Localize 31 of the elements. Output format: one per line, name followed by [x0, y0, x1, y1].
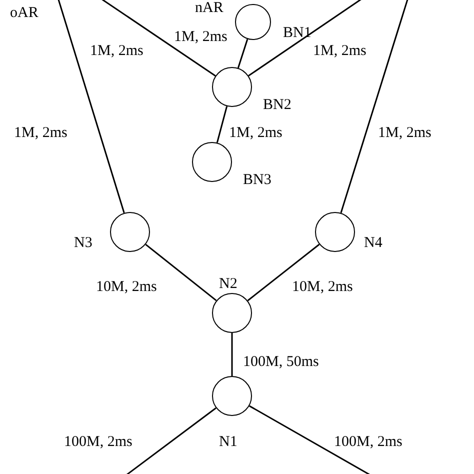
node-label: BN3: [243, 173, 272, 188]
node-label: BN1: [283, 26, 312, 41]
node-label: N3: [74, 236, 92, 251]
edge-label: 10M, 2ms: [292, 280, 353, 295]
link-line: [145, 244, 217, 302]
edge-label: 1M, 2ms: [229, 126, 282, 141]
edge-label: 1M, 2ms: [313, 44, 366, 59]
edge-label: 1M, 2ms: [174, 30, 228, 45]
edge-label: 10M, 2ms: [96, 280, 157, 295]
edge-label: 100M, 2ms: [334, 435, 402, 450]
link-line: [249, 405, 372, 474]
edge-label: 100M, 2ms: [64, 435, 132, 450]
edge-label: 100M, 50ms: [243, 355, 319, 370]
link-line: [340, 0, 409, 214]
edge-label: 1M, 2ms: [378, 126, 432, 141]
edge-label: 1M, 2ms: [14, 126, 68, 141]
link-line: [124, 407, 216, 474]
router-name: nAR: [195, 1, 224, 16]
link-line: [100, 0, 216, 76]
node-label: N4: [364, 236, 382, 251]
link-line: [231, 333, 233, 376]
link-line: [216, 106, 228, 143]
node-label: BN2: [263, 98, 292, 113]
edge-label: 1M, 2ms: [90, 44, 144, 59]
link-line: [57, 0, 125, 214]
link-line: [248, 0, 364, 76]
router-name: oAR: [10, 6, 38, 21]
link-line: [247, 244, 320, 302]
link-line: [237, 38, 248, 68]
node-label: N1: [219, 435, 238, 450]
node-label: N2: [219, 277, 238, 292]
